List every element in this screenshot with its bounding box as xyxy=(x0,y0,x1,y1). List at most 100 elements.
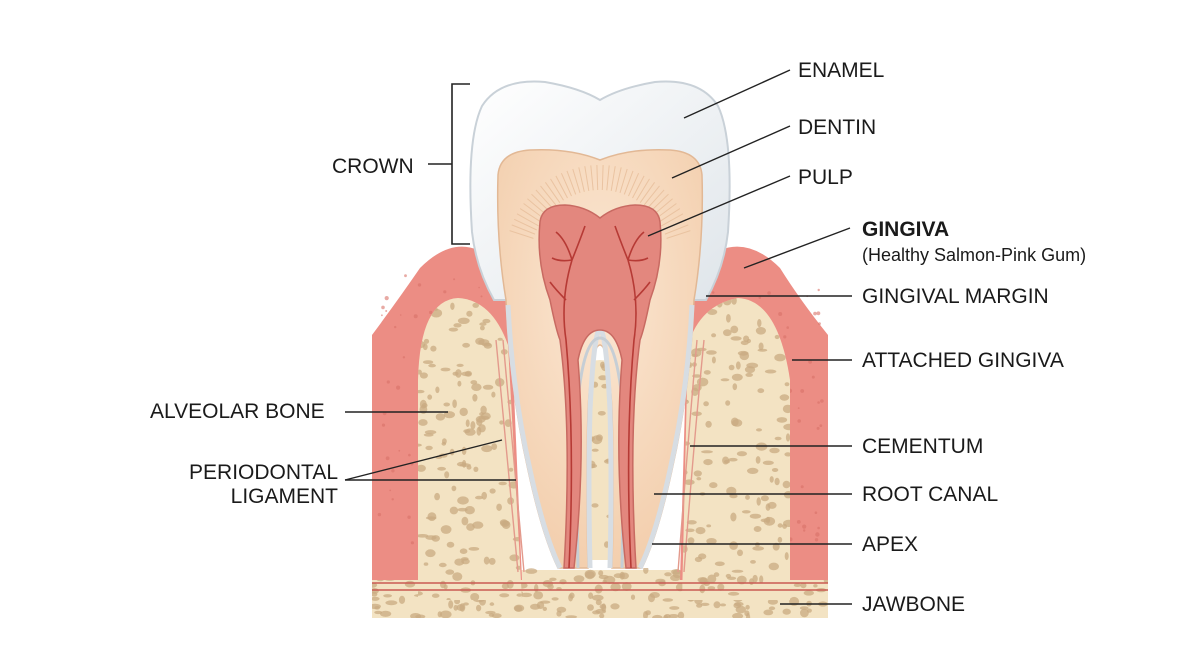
bone-pore xyxy=(643,568,649,574)
bone-pore xyxy=(496,503,502,511)
bone-pore xyxy=(720,378,730,382)
dentin-tubule xyxy=(523,203,544,219)
bone-pore xyxy=(703,370,711,375)
crown-bracket xyxy=(428,83,470,245)
bone-pore xyxy=(706,350,717,355)
bone-pore xyxy=(385,600,398,606)
bone-pore xyxy=(610,582,621,592)
bone-pore xyxy=(662,598,674,602)
bone-pore xyxy=(756,428,762,432)
bone-pore xyxy=(595,434,603,442)
bone-pore xyxy=(733,602,742,609)
bone-pore xyxy=(423,433,434,437)
bone-pore xyxy=(435,386,440,394)
bone-pore xyxy=(452,572,463,581)
bone-pore xyxy=(749,513,762,519)
gum-texture-dot xyxy=(453,278,456,281)
gum-texture-dot xyxy=(381,305,385,310)
bone-pore xyxy=(713,601,721,609)
bone-pore xyxy=(422,360,434,364)
gum-texture-dot xyxy=(813,311,817,316)
bone-pore xyxy=(757,388,765,394)
bone-pore xyxy=(480,325,485,331)
bone-pore xyxy=(483,556,490,565)
bone-pore xyxy=(671,569,681,575)
bone-pore xyxy=(705,420,712,428)
bone-pore xyxy=(443,402,451,407)
dentin-tubule xyxy=(606,165,610,191)
bone-pore xyxy=(597,411,606,416)
gum-texture-dot xyxy=(816,426,820,430)
bone-pore xyxy=(784,452,790,457)
bone-pore xyxy=(551,597,559,601)
gum-texture-dot xyxy=(381,423,386,427)
gum-texture-dot xyxy=(817,401,820,404)
gum-texture-dot xyxy=(391,469,395,473)
bone-pore xyxy=(425,445,433,451)
bone-pore xyxy=(726,314,731,323)
bone-pore xyxy=(465,419,470,428)
bone-pore xyxy=(516,593,522,597)
dentin-tubule xyxy=(544,182,561,203)
bone-pore xyxy=(591,448,599,452)
bone-pore xyxy=(459,548,468,554)
label-periodontal-ligament: PERIODONTAL LIGAMENT xyxy=(160,461,338,509)
bone-pore xyxy=(491,613,502,618)
bone-pore xyxy=(398,595,406,605)
bone-pore xyxy=(441,441,447,446)
bone-pore xyxy=(774,436,782,441)
bone-pore xyxy=(462,460,467,468)
dentin-tubule xyxy=(513,218,538,231)
dentin-tubule xyxy=(610,166,616,191)
gum-texture-dot xyxy=(385,310,388,312)
bone-pore xyxy=(762,460,774,465)
dentin-tubule xyxy=(509,230,534,239)
bone-pore xyxy=(450,302,455,310)
bone-pore xyxy=(741,510,751,514)
gum-texture-dot xyxy=(408,453,411,457)
gum-texture-dot xyxy=(802,524,807,529)
label-attached-gingiva: ATTACHED GINGIVA xyxy=(862,349,1064,372)
bone-pore xyxy=(723,329,732,337)
gum-texture-dot xyxy=(817,526,820,530)
bone-pore xyxy=(437,611,442,618)
bone-pore xyxy=(677,611,685,618)
bone-pore xyxy=(509,554,520,562)
bone-pore xyxy=(498,481,507,486)
bone-pore xyxy=(379,610,392,617)
gum-texture-dot xyxy=(800,485,804,489)
bone-pore xyxy=(737,549,743,557)
dentin-tubule xyxy=(656,203,677,219)
bone-pore xyxy=(774,353,786,362)
label-gingiva-subtitle: (Healthy Salmon-Pink Gum) xyxy=(862,245,1087,265)
bone-pore xyxy=(508,467,514,472)
bone-pore xyxy=(435,413,446,421)
gum-texture-dot xyxy=(797,407,800,409)
bone-pore xyxy=(464,506,475,515)
bone-pore xyxy=(534,584,539,593)
bone-pore xyxy=(699,584,706,594)
periodontal-ligament xyxy=(495,339,705,573)
bone-pore xyxy=(753,526,762,532)
dentin-tubule xyxy=(658,208,681,223)
bone-pore xyxy=(372,582,378,588)
bone-pore xyxy=(425,549,436,558)
bone-pore xyxy=(470,421,476,430)
bone-pore xyxy=(772,542,780,551)
bone-pore xyxy=(750,560,756,564)
bone-pore xyxy=(782,608,791,615)
bone-pore xyxy=(453,323,462,328)
dentin-tubule xyxy=(560,172,572,197)
dentin-tubule xyxy=(628,172,640,197)
bone-pore xyxy=(729,541,738,550)
bone-pore xyxy=(746,362,759,369)
bone-pore xyxy=(760,495,769,502)
bone-pore xyxy=(461,446,467,455)
bone-pore xyxy=(453,604,458,611)
label-periodontal-line1: PERIODONTAL xyxy=(189,461,338,484)
bone-pore xyxy=(478,424,486,433)
bone-pore xyxy=(785,433,790,442)
bone-pore xyxy=(686,520,697,525)
label-root-canal: ROOT CANAL xyxy=(862,483,999,506)
bone-pore xyxy=(713,572,720,577)
